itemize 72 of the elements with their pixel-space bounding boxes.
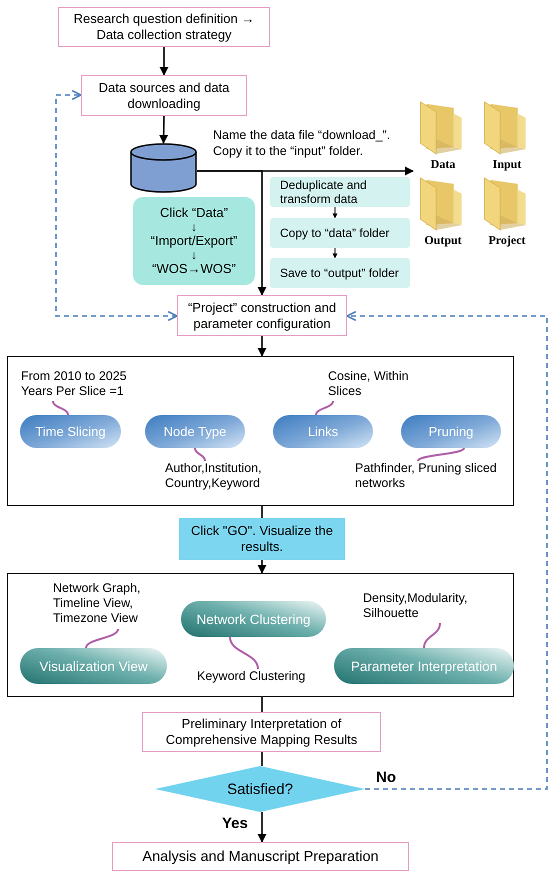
rounded-pill	[145, 415, 245, 448]
decision-label: Satisfied?	[227, 780, 293, 798]
arrow	[159, 116, 168, 144]
action-box	[179, 518, 345, 560]
action-text: Click "GO". Visualize the results.	[190, 523, 334, 555]
annotation-text: Network Graph, Timeline View, Timezone View	[53, 581, 157, 629]
instruction-text: Click “Data”	[160, 206, 228, 220]
box-text: Preliminary Interpretation of Comprehensive Mapping Results	[164, 716, 358, 748]
dashed-arrow	[55, 90, 178, 322]
arrow	[258, 336, 266, 357]
leader-line	[194, 448, 206, 462]
connector-line	[261, 697, 263, 712]
instruction-text: “WOS→WOS”	[152, 262, 236, 276]
step-box	[270, 258, 410, 288]
connector-line	[261, 752, 263, 766]
annotation-text: Author,Institution, Country,Keyword	[165, 461, 283, 495]
process-box	[112, 842, 409, 871]
step-text: Copy to “data” folder	[280, 226, 390, 240]
rounded-pill	[20, 648, 167, 684]
dashed-arrow	[346, 310, 548, 790]
arrow	[332, 206, 338, 218]
arrow	[160, 47, 168, 76]
instruction-box	[133, 197, 255, 285]
folder-label: Data	[430, 157, 456, 172]
arrow	[197, 170, 266, 296]
annotation-text: Cosine, Within Slices	[328, 369, 423, 401]
pill-label: Parameter Interpretation	[350, 658, 498, 674]
pill-label: Pruning	[428, 424, 474, 439]
folder-label: Project	[488, 233, 526, 248]
group-frame	[7, 356, 514, 506]
leader-line	[229, 636, 259, 670]
down-arrow-glyph: ↓	[191, 220, 197, 234]
rounded-pill	[401, 415, 501, 448]
arrow	[258, 560, 266, 574]
box-text: Analysis and Manuscript Preparation	[142, 848, 379, 864]
instruction-text: “Import/Export”	[150, 234, 238, 248]
leader-line	[85, 628, 119, 648]
process-box	[177, 295, 347, 336]
step-box	[270, 218, 410, 248]
pill-label: Visualization View	[39, 658, 148, 674]
process-box	[81, 75, 247, 116]
pill-label: Node Type	[164, 424, 226, 439]
pill-label: Links	[308, 424, 338, 439]
rounded-pill	[334, 648, 514, 684]
step-box	[270, 177, 410, 207]
leader-line	[52, 400, 69, 416]
arrow	[258, 812, 266, 843]
box-text: “Project” construction and parameter configuration	[186, 300, 338, 332]
step-text: Deduplicate and transform data	[280, 178, 368, 206]
down-arrow-glyph: ↓	[191, 248, 197, 262]
folder-label: Output	[424, 233, 462, 248]
rounded-pill	[20, 415, 121, 448]
annotation-text: From 2010 to 2025 Years Per Slice =1	[21, 369, 151, 401]
pill-label: Network Clustering	[196, 612, 311, 626]
leader-line	[417, 447, 465, 462]
annotation-text: Keyword Clustering	[197, 669, 319, 687]
step-text: Save to “output” folder	[280, 266, 399, 280]
box-text: Data sources and data downloading	[98, 80, 230, 112]
rounded-pill	[181, 601, 326, 637]
pill-label: Time Slicing	[35, 424, 106, 439]
rounded-pill	[273, 415, 373, 448]
folder-label: Input	[492, 157, 522, 172]
arrow	[332, 248, 338, 258]
box-text: Research question definition → Data collection strategy	[72, 11, 256, 43]
annotation-text: Density,Modularity, Silhouette	[363, 591, 489, 623]
leader-line	[315, 400, 334, 416]
connector-line	[261, 506, 263, 518]
leader-line	[423, 622, 441, 648]
process-box	[142, 712, 381, 752]
group-frame	[7, 573, 514, 697]
process-box	[58, 7, 270, 47]
annotation-text: Pathfinder, Pruning sliced networks	[355, 461, 507, 495]
